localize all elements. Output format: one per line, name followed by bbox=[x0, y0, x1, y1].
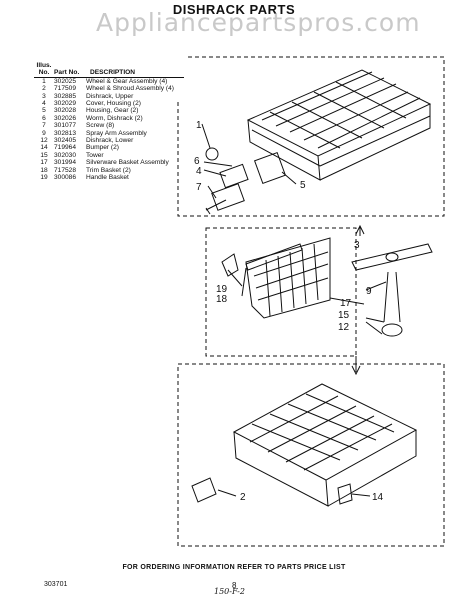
part-description: Housing, Gear (2) bbox=[86, 107, 139, 115]
table-row: 12 302405 Dishrack, Lower bbox=[34, 137, 184, 144]
part-description: Wheel & Gear Assembly (4) bbox=[86, 77, 168, 85]
upper-rack-illustration bbox=[246, 69, 432, 181]
illus-number: 4 bbox=[42, 100, 46, 108]
lower-rack-box bbox=[177, 363, 445, 547]
part-description: Trim Basket (2) bbox=[86, 166, 131, 174]
ordering-info-note: FOR ORDERING INFORMATION REFER TO PARTS … bbox=[122, 564, 346, 571]
part-number: 302405 bbox=[54, 137, 77, 145]
table-row: 18 717528 Trim Basket (2) bbox=[34, 167, 184, 174]
illus-number: 12 bbox=[40, 137, 48, 145]
callout-7: 7 bbox=[196, 182, 202, 193]
table-row: 5 302028 Housing, Gear (2) bbox=[34, 107, 184, 114]
illus-number: 9 bbox=[42, 129, 46, 137]
part-number: 717509 bbox=[54, 85, 77, 93]
page-title: DISHRACK PARTS bbox=[172, 2, 296, 17]
table-row: 1 302025 Wheel & Gear Assembly (4) bbox=[34, 77, 184, 85]
callout-1: 1 bbox=[196, 120, 202, 131]
part-description: Screw (8) bbox=[86, 122, 115, 130]
upper-rack-box bbox=[177, 56, 445, 217]
illus-number: 7 bbox=[42, 122, 46, 130]
part-description: Wheel & Shroud Assembly (4) bbox=[86, 85, 174, 93]
silverware-basket-illustration bbox=[221, 237, 331, 319]
illus-number: 6 bbox=[42, 114, 46, 122]
handle-basket-part bbox=[221, 253, 239, 277]
part-number: 302813 bbox=[54, 129, 77, 137]
part-description: Bumper (2) bbox=[86, 144, 119, 152]
part-description: Dishrack, Lower bbox=[86, 137, 134, 145]
gear-housing-part bbox=[253, 151, 287, 185]
callout-15: 15 bbox=[338, 310, 350, 321]
part-description: Cover, Housing (2) bbox=[86, 100, 141, 108]
callout-9: 9 bbox=[366, 286, 372, 297]
illus-number: 2 bbox=[42, 85, 46, 93]
callout-5: 5 bbox=[300, 180, 306, 191]
callout-14: 14 bbox=[372, 492, 384, 503]
illus-number: 14 bbox=[40, 144, 48, 152]
table-row: 19 300086 Handle Basket bbox=[34, 174, 184, 181]
document-number: 303701 bbox=[44, 581, 68, 588]
table-row: 7 301077 Screw (8) bbox=[34, 122, 184, 129]
part-number: 300086 bbox=[54, 174, 77, 182]
table-row: 3 302885 Dishrack, Upper bbox=[34, 93, 184, 100]
tower-illustration bbox=[381, 271, 403, 337]
illus-number: 19 bbox=[40, 174, 48, 182]
lower-rack-illustration bbox=[232, 383, 418, 507]
parts-table-header: Illus. No. Part No. DESCRIPTION bbox=[34, 62, 184, 78]
table-row: 14 719964 Bumper (2) bbox=[34, 144, 184, 151]
callout-4: 4 bbox=[196, 166, 202, 177]
screw-part bbox=[205, 199, 227, 215]
table-row: 2 717509 Wheel & Shroud Assembly (4) bbox=[34, 85, 184, 92]
illus-number: 3 bbox=[42, 92, 46, 100]
table-row: 6 302026 Worm, Dishrack (2) bbox=[34, 115, 184, 122]
spray-arm-illustration bbox=[351, 243, 433, 271]
illus-number: 15 bbox=[40, 151, 48, 159]
callout-12: 12 bbox=[338, 322, 350, 333]
callout-6: 6 bbox=[194, 156, 200, 167]
trim-basket-part bbox=[245, 243, 303, 271]
part-number: 301994 bbox=[54, 159, 77, 167]
table-row: 15 302030 Tower bbox=[34, 152, 184, 159]
part-number: 302025 bbox=[54, 77, 77, 85]
part-description: Spray Arm Assembly bbox=[86, 129, 147, 137]
part-number: 301077 bbox=[54, 122, 77, 130]
illus-number: 1 bbox=[42, 77, 46, 85]
handwritten-note: 150-F-2 bbox=[214, 587, 245, 596]
illus-number: 18 bbox=[40, 166, 48, 174]
housing-cover-part bbox=[219, 163, 249, 189]
callout-3: 3 bbox=[354, 240, 360, 251]
bumper-part bbox=[337, 483, 353, 505]
column-header-part: Part No. bbox=[54, 62, 84, 78]
part-number: 302029 bbox=[54, 100, 77, 108]
callout-19: 19 bbox=[216, 284, 228, 295]
wheel-shroud-part bbox=[191, 477, 217, 503]
table-row: 4 302029 Cover, Housing (2) bbox=[34, 100, 184, 107]
watermark: Appliancepartspros.com bbox=[96, 8, 421, 37]
part-description: Tower bbox=[86, 151, 104, 159]
part-number: 302885 bbox=[54, 92, 77, 100]
callout-2: 2 bbox=[240, 492, 246, 503]
part-number: 302026 bbox=[54, 114, 77, 122]
illus-number: 5 bbox=[42, 107, 46, 115]
part-number: 717528 bbox=[54, 166, 77, 174]
part-number: 302030 bbox=[54, 151, 77, 159]
table-row: 17 301994 Silverware Basket Assembly bbox=[34, 159, 184, 166]
illus-number: 17 bbox=[40, 159, 48, 167]
callout-17: 17 bbox=[340, 298, 352, 309]
part-description: Worm, Dishrack (2) bbox=[86, 114, 143, 122]
middle-basket-box bbox=[205, 227, 357, 357]
table-row: 9 302813 Spray Arm Assembly bbox=[34, 130, 184, 137]
column-header-description: DESCRIPTION bbox=[84, 62, 184, 78]
part-description: Dishrack, Upper bbox=[86, 92, 134, 100]
part-number: 302028 bbox=[54, 107, 77, 115]
page-number: 8 bbox=[232, 581, 237, 590]
wheel-gear-part bbox=[205, 147, 219, 161]
part-description: Silverware Basket Assembly bbox=[86, 159, 169, 167]
callout-18: 18 bbox=[216, 294, 228, 305]
part-description: Handle Basket bbox=[86, 174, 129, 182]
column-header-illus: Illus. No. bbox=[34, 62, 54, 78]
part-number: 719964 bbox=[54, 144, 77, 152]
